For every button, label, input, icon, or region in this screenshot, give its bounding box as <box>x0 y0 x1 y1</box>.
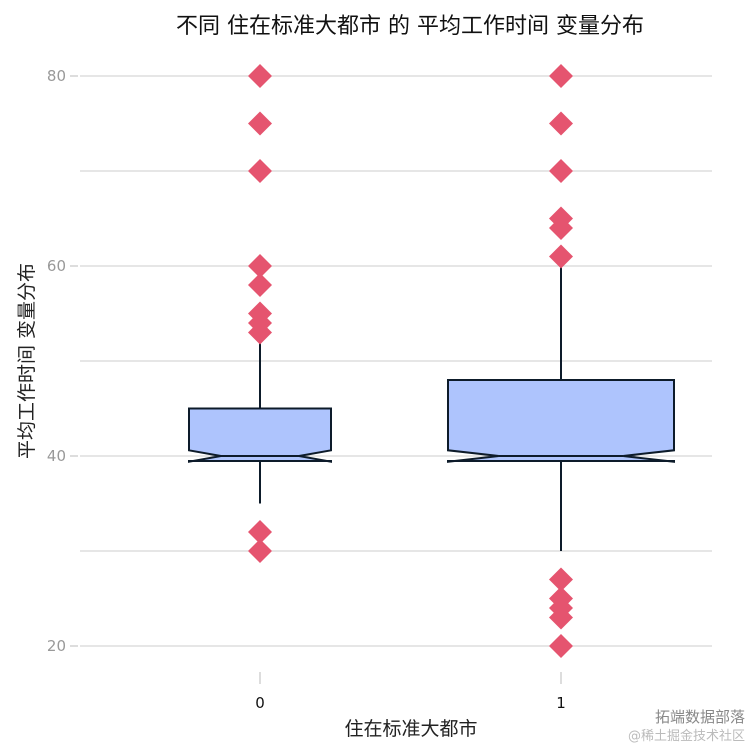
x-tick-label: 1 <box>556 694 566 712</box>
watermark-line2: @稀土掘金技术社区 <box>627 729 745 744</box>
box-body <box>447 379 675 463</box>
box-body <box>188 407 332 463</box>
chart-title: 不同 住在标准大都市 的 平均工作时间 变量分布 <box>176 14 644 39</box>
y-tick-label: 20 <box>47 637 66 655</box>
y-axis-label: 平均工作时间 变量分布 <box>16 263 38 459</box>
outlier-point <box>248 111 272 136</box>
outlier-point <box>248 273 272 297</box>
outlier-point <box>248 301 272 326</box>
y-axis-ticks: 20 40 60 80 <box>47 67 78 655</box>
watermark: 拓端数据部落 @稀土掘金技术社区 <box>628 707 745 747</box>
box-0 <box>188 64 332 563</box>
y-tick-label: 40 <box>47 447 66 465</box>
outlier-point <box>248 159 272 183</box>
outlier-point <box>549 111 573 136</box>
outlier-point <box>549 634 573 658</box>
outlier-point <box>549 244 573 269</box>
box-1 <box>447 64 675 658</box>
x-axis-label: 住在标准大都市 <box>344 718 477 740</box>
outlier-point <box>549 586 573 611</box>
y-tick-label: 60 <box>47 257 66 275</box>
grid-lines <box>80 75 712 647</box>
outlier-point <box>549 567 573 592</box>
y-tick-label: 80 <box>47 67 66 85</box>
outlier-point <box>549 64 573 88</box>
x-tick-label: 0 <box>255 694 265 712</box>
outlier-point <box>248 64 272 88</box>
outlier-point <box>248 539 272 563</box>
outlier-point <box>549 159 573 183</box>
outlier-point <box>248 254 272 278</box>
outlier-point <box>248 520 272 544</box>
watermark-line1: 拓端数据部落 <box>654 708 745 726</box>
boxes <box>188 64 675 658</box>
outlier-point <box>549 206 573 231</box>
